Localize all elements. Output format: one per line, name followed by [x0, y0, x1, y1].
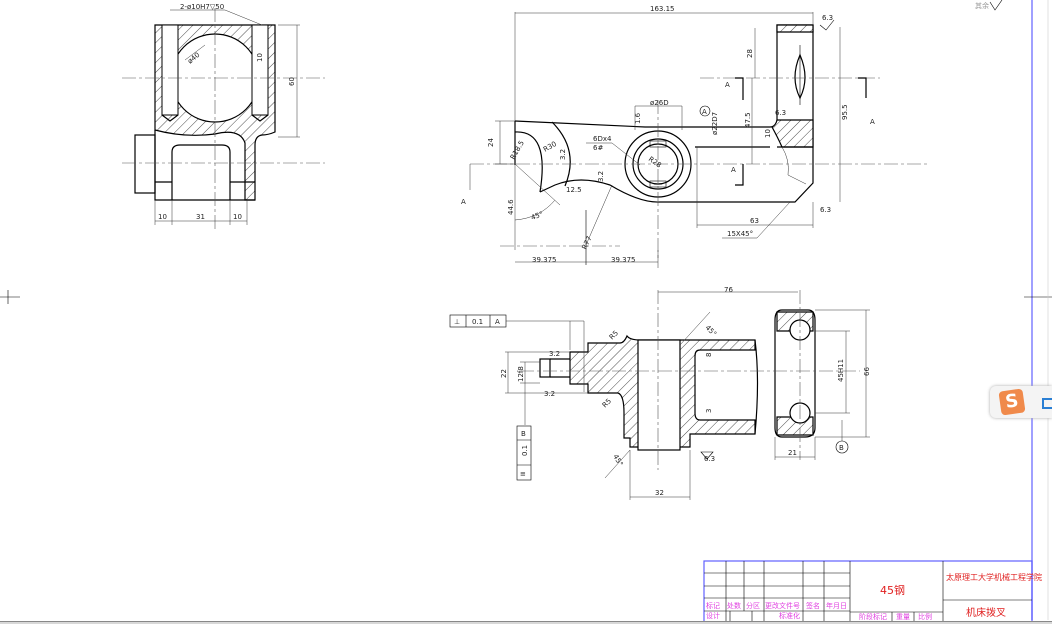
dimension-label: 3 [705, 409, 713, 413]
dimension-label: A [495, 318, 500, 326]
title-row2-design: 设计 [706, 611, 720, 620]
sogou-logo-icon[interactable]: S [998, 388, 1026, 416]
dimension-label: 44.6 [507, 199, 515, 215]
dimension-label: R5 [608, 329, 620, 341]
dimension-label: 1.6 [634, 112, 642, 124]
dimension-label: 6.3 [820, 206, 831, 214]
dimension-label: 6.3 [704, 455, 715, 463]
dimension-label: 45° [530, 210, 544, 222]
dimension-label: 63 [750, 217, 759, 225]
dimension-label: 2-ø10H7▽50 [180, 3, 224, 11]
dimension-label: 分区 [746, 601, 760, 610]
title-block: 标记 处数 分区 更改文件号 签名 年月日 设计 标准化 45钢 太原理工大学机… [703, 560, 1042, 624]
dimension-label: 76 [724, 286, 733, 294]
title-weight-label: 重量 [896, 613, 910, 621]
dimension-label: 45H11 [837, 359, 845, 382]
dimension-label: R28 [647, 155, 663, 169]
dimension-label: 10 [158, 213, 167, 221]
dimension-label: 12f8 [517, 366, 525, 382]
dimension-label: 163.15 [650, 5, 675, 13]
title-stage-label: 阶段标记 [859, 612, 887, 621]
dimension-label: 45° [611, 453, 624, 468]
dimension-label: 更改文件号 [765, 601, 800, 610]
dimension-label: ø26D [650, 99, 669, 107]
dimension-label: 95.5 [841, 104, 849, 120]
dimension-label: 12.5 [566, 186, 582, 194]
dimension-label: 45° [704, 324, 718, 338]
dimension-label: 处数 [727, 601, 741, 610]
dimension-label: 8 [705, 353, 713, 357]
dimension-label: A [870, 118, 875, 126]
section-view: 76 ⊥ 0.1 A 3.2 22 12f8 3.2 R5 R5 45° 45°… [449, 286, 871, 500]
ime-menu-icon[interactable] [1042, 398, 1052, 409]
dimension-label: 其余 [975, 1, 989, 10]
title-row2-standardization: 标准化 [779, 611, 800, 620]
dimension-label: 31 [196, 213, 205, 221]
dimension-label: 47.5 [744, 112, 752, 128]
dimension-label: 年月日 [826, 601, 847, 610]
dimension-label: A [731, 166, 736, 174]
dimension-label: ≡ [520, 470, 526, 478]
dimension-label: B [521, 430, 526, 438]
dimension-label: R30 [542, 140, 558, 154]
dimension-label: 45钢 [880, 584, 905, 597]
dimension-label: 太原理工大学机械工程学院 [946, 572, 1042, 582]
roughness-note: 其余 [975, 0, 1003, 11]
dimension-label: 3.2 [549, 350, 560, 358]
dimension-label: 3.2 [544, 390, 555, 398]
dimension-label: ø22D7 [711, 112, 719, 135]
title-scale-label: 比例 [918, 612, 932, 621]
dimension-label: 28 [746, 49, 754, 58]
dimension-label: B [839, 444, 844, 452]
dimension-label: 39.375 [611, 256, 636, 264]
dimension-label: 6# [593, 144, 603, 152]
dimension-label: 6.3 [775, 109, 786, 117]
dimension-label: 签名 [806, 601, 820, 610]
dimension-label: 10 [256, 53, 264, 62]
dimension-label: 60 [288, 77, 296, 86]
ime-toolbar[interactable]: S [990, 386, 1052, 418]
dimension-label: 15X45° [727, 230, 753, 238]
dimension-label: 10 [233, 213, 242, 221]
dimension-label: 39.375 [532, 256, 557, 264]
dimension-label: 0.1 [521, 445, 529, 456]
dimension-label: A [461, 198, 466, 206]
dimension-label: 66 [863, 367, 871, 376]
window-bottom-edge [0, 621, 1052, 624]
dimension-label: R5 [601, 397, 613, 409]
dimension-label: 3.2 [559, 149, 567, 160]
front-view: 2-ø10H7▽50 ø40 10 60 10 31 10 [122, 3, 325, 230]
dimension-label: ⊥ [454, 318, 460, 326]
dimension-label: 10 [764, 129, 772, 138]
dimension-label: 6Dx4 [593, 135, 612, 143]
dimension-label: A [725, 81, 730, 89]
dimension-label: 0.1 [472, 318, 483, 326]
dimension-label: A [702, 108, 707, 116]
dimension-label: 标记 [706, 601, 720, 610]
top-view: 163.15 6.3 28 95.5 47.5 ø26D ø22D7 A 1.6… [461, 5, 930, 268]
dimension-label: 3.2 [597, 171, 605, 182]
dimension-label: 21 [788, 449, 797, 457]
dimension-label: 6.3 [822, 14, 833, 22]
dimension-label: R77 [581, 235, 594, 251]
dimension-label: R18.5 [509, 139, 526, 161]
dimension-label: 24 [487, 138, 495, 147]
dimension-label: 机床拨叉 [966, 606, 1006, 619]
dimension-label: 32 [655, 489, 664, 497]
dimension-label: 22 [500, 369, 508, 378]
